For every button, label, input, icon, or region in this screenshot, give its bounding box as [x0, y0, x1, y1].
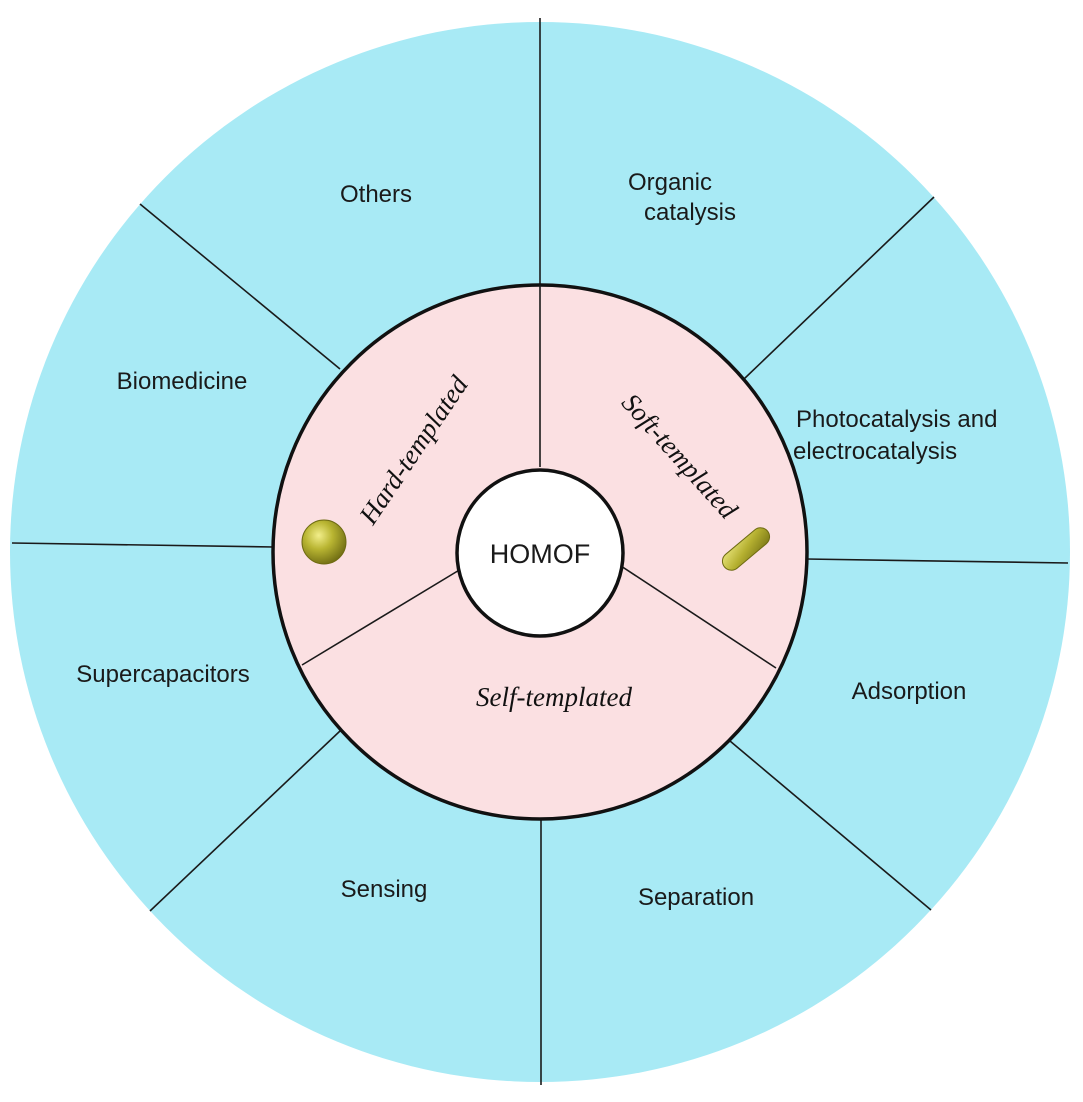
app-sensing: Sensing — [341, 876, 428, 903]
divider-right — [805, 558, 1069, 564]
app-organic-catalysis-line1: Organic — [628, 169, 712, 196]
center-circle — [455, 468, 625, 638]
app-adsorption: Adsorption — [852, 678, 967, 705]
inner-divider-lower-left — [301, 568, 462, 666]
app-organic-catalysis-line2: catalysis — [644, 199, 736, 226]
outer-sector-dividers — [11, 18, 1069, 1085]
app-photocatalysis-line2: electrocatalysis — [793, 438, 957, 465]
inner-divider-lower-right — [620, 565, 777, 669]
divider-lower-left — [149, 730, 341, 912]
app-biomedicine: Biomedicine — [117, 368, 248, 395]
rod-particle-icon — [721, 527, 771, 571]
app-supercapacitors: Supercapacitors — [76, 661, 249, 688]
method-self-templated: Self-templated — [476, 682, 632, 712]
sphere-particle-icon — [301, 519, 347, 565]
divider-upper-right — [743, 196, 935, 380]
divider-lower-right — [729, 740, 932, 911]
divider-upper-left — [139, 203, 341, 370]
app-others: Others — [340, 181, 412, 208]
center-label: HOMOF — [490, 539, 591, 569]
app-separation: Separation — [638, 884, 754, 911]
divider-left — [11, 542, 275, 548]
app-photocatalysis-line1: Photocatalysis and — [796, 406, 997, 433]
inner-sector-dividers — [301, 285, 777, 669]
